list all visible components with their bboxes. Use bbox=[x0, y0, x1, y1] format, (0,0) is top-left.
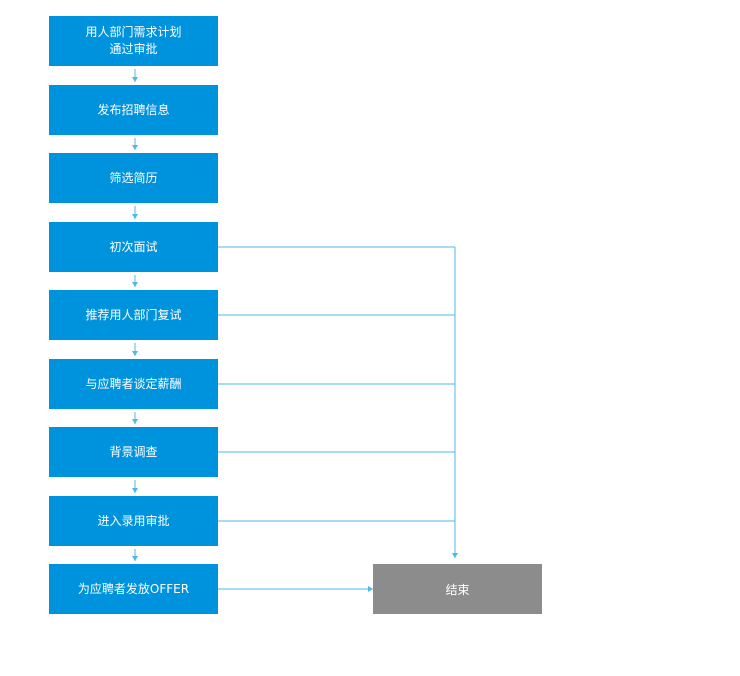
step-connector-arrowhead bbox=[132, 351, 138, 356]
step-issue-offer: 为应聘者发放OFFER bbox=[49, 564, 218, 614]
step-connector-arrowhead bbox=[132, 488, 138, 493]
step-connector-arrowhead bbox=[132, 282, 138, 287]
step-background-check: 背景调查 bbox=[49, 427, 218, 477]
step-label: 为应聘者发放OFFER bbox=[77, 581, 190, 596]
step-label: 背景调查 bbox=[109, 444, 158, 459]
step-label: 用人部门需求计划 通过审批 bbox=[85, 25, 182, 56]
step-connector-arrowhead bbox=[132, 556, 138, 561]
offer-to-end-arrowhead bbox=[368, 586, 373, 592]
end-bus-arrowhead bbox=[452, 553, 458, 558]
step-first-interview: 初次面试 bbox=[49, 222, 218, 272]
step-department-reinterview: 推荐用人部门复试 bbox=[49, 290, 218, 340]
step-label: 与应聘者谈定薪酬 bbox=[85, 376, 182, 391]
step-hiring-approval: 进入录用审批 bbox=[49, 496, 218, 546]
step-label: 初次面试 bbox=[109, 239, 158, 254]
step-requirement-approval: 用人部门需求计划 通过审批 bbox=[49, 16, 218, 66]
step-salary-negotiation: 与应聘者谈定薪酬 bbox=[49, 359, 218, 409]
step-connector-arrowhead bbox=[132, 145, 138, 150]
step-publish-job: 发布招聘信息 bbox=[49, 85, 218, 135]
step-connector-arrowhead bbox=[132, 419, 138, 424]
end-label: 结束 bbox=[445, 582, 470, 597]
step-label: 筛选简历 bbox=[109, 170, 158, 185]
step-label: 发布招聘信息 bbox=[97, 102, 170, 117]
step-screen-resumes: 筛选简历 bbox=[49, 153, 218, 203]
step-connector-arrowhead bbox=[132, 77, 138, 82]
step-connector-arrowhead bbox=[132, 214, 138, 219]
step-label: 推荐用人部门复试 bbox=[85, 307, 182, 322]
end-node: 结束 bbox=[373, 564, 542, 614]
step-label: 进入录用审批 bbox=[97, 513, 170, 528]
